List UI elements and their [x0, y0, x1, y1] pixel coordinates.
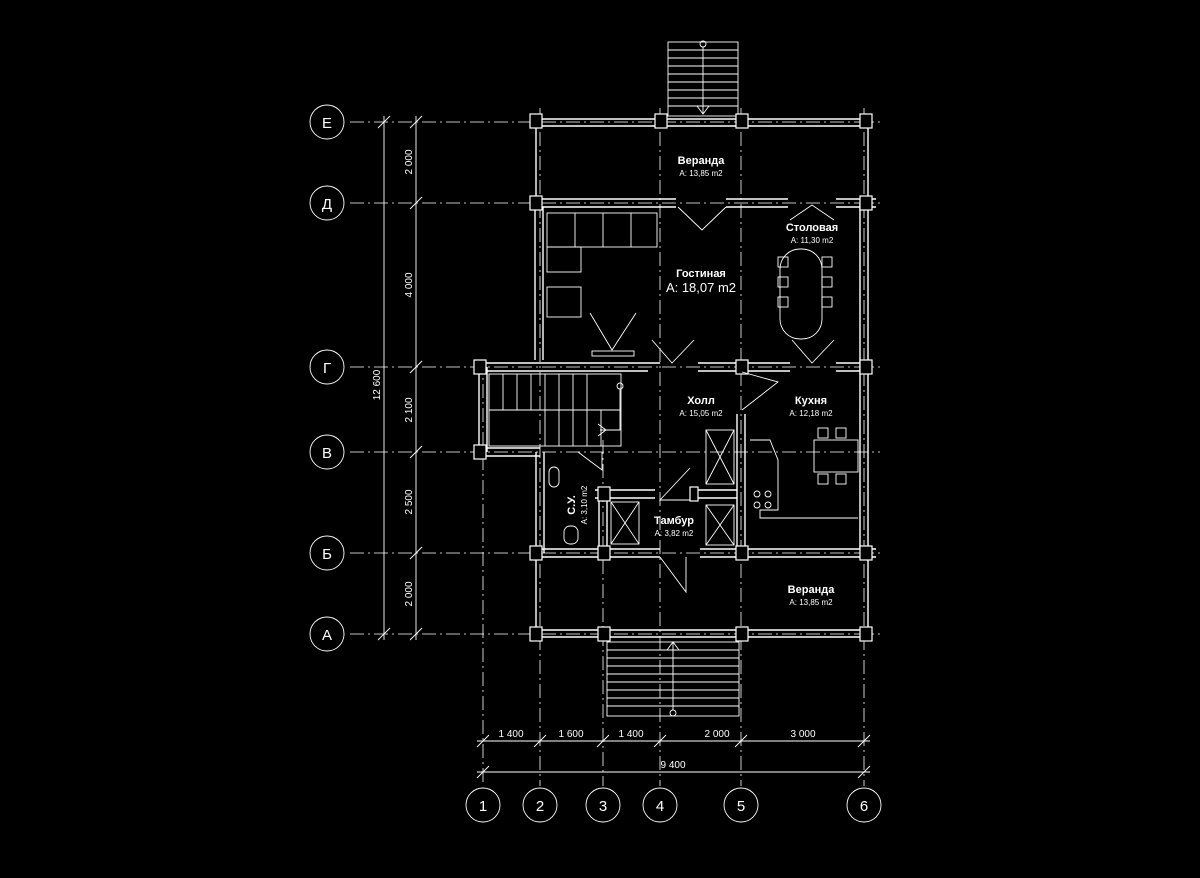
doors — [577, 204, 835, 594]
svg-text:Д: Д — [322, 196, 332, 213]
svg-text:1: 1 — [479, 798, 487, 815]
axis-marker-6: 6 — [846, 787, 882, 823]
axis-marker-2: 2 — [522, 787, 558, 823]
axis-marker-g: Г — [309, 349, 345, 385]
axis-grid-lines — [350, 108, 880, 786]
svg-text:3 000: 3 000 — [790, 729, 815, 740]
axis-marker-v: В — [309, 434, 345, 470]
svg-text:2: 2 — [536, 798, 544, 815]
svg-text:2 000: 2 000 — [704, 729, 729, 740]
svg-text:4: 4 — [656, 798, 664, 815]
room-area-dining: A: 11,30 m2 — [791, 236, 834, 245]
room-area-bath: A: 3,10 m2 — [580, 485, 589, 524]
svg-text:4 000: 4 000 — [404, 272, 415, 297]
room-name-kitchen: Кухня — [795, 395, 827, 407]
log-posts — [473, 113, 873, 642]
room-name-hall: Холл — [687, 395, 715, 407]
svg-text:12 600: 12 600 — [372, 369, 383, 400]
axis-marker-3: 3 — [585, 787, 621, 823]
axis-marker-e: Е — [309, 104, 345, 140]
number-axis-markers: 1 2 3 4 5 6 — [465, 787, 882, 823]
room-labels: Веранда A: 13,85 m2 Гостиная A: 18,07 m2… — [566, 155, 838, 607]
room-name-dining: Столовая — [786, 222, 838, 234]
axis-marker-4: 4 — [642, 787, 678, 823]
svg-text:Е: Е — [322, 115, 332, 132]
room-name-veranda-top: Веранда — [678, 155, 726, 167]
letter-axis-markers: Е Д Г В Б А — [309, 104, 345, 652]
svg-text:А: А — [322, 627, 332, 644]
room-area-veranda-bottom: A: 13,85 m2 — [789, 598, 833, 607]
room-name-veranda-bottom: Веранда — [788, 584, 836, 596]
horizontal-dimensions: 1 400 1 600 1 400 2 000 3 000 9 400 — [476, 729, 871, 779]
svg-text:2 100: 2 100 — [404, 397, 415, 422]
bottom-stairs — [606, 641, 740, 717]
svg-text:5: 5 — [737, 798, 745, 815]
svg-text:6: 6 — [860, 798, 868, 815]
room-area-living: A: 18,07 m2 — [666, 280, 736, 295]
room-area-hall: A: 15,05 m2 — [679, 409, 723, 418]
svg-text:1 400: 1 400 — [618, 729, 643, 740]
top-stairs — [667, 40, 739, 117]
svg-text:2 000: 2 000 — [404, 149, 415, 174]
axis-marker-5: 5 — [723, 787, 759, 823]
axis-marker-b: Б — [309, 535, 345, 571]
svg-text:1 600: 1 600 — [558, 729, 583, 740]
axis-marker-1: 1 — [465, 787, 501, 823]
vertical-dimensions: 2 000 4 000 2 100 2 500 2 000 12 600 — [372, 115, 423, 641]
svg-text:2 500: 2 500 — [404, 489, 415, 514]
room-area-vestibule: A: 3,82 m2 — [655, 529, 694, 538]
walls — [476, 118, 876, 638]
svg-text:3: 3 — [599, 798, 607, 815]
svg-text:Г: Г — [323, 360, 331, 377]
svg-text:2 000: 2 000 — [404, 581, 415, 606]
svg-text:9 400: 9 400 — [660, 760, 685, 771]
furniture — [546, 212, 859, 546]
svg-text:1 400: 1 400 — [498, 729, 523, 740]
axis-marker-d: Д — [309, 185, 345, 221]
room-name-living: Гостиная — [676, 268, 726, 280]
svg-text:Б: Б — [322, 546, 332, 563]
svg-text:В: В — [322, 445, 332, 462]
room-name-bath: С.У. — [566, 495, 578, 515]
room-area-veranda-top: A: 13,85 m2 — [679, 169, 723, 178]
interior-stairs — [488, 373, 624, 447]
axis-marker-a: А — [309, 616, 345, 652]
room-area-kitchen: A: 12,18 m2 — [789, 409, 833, 418]
room-name-vestibule: Тамбур — [654, 515, 694, 527]
